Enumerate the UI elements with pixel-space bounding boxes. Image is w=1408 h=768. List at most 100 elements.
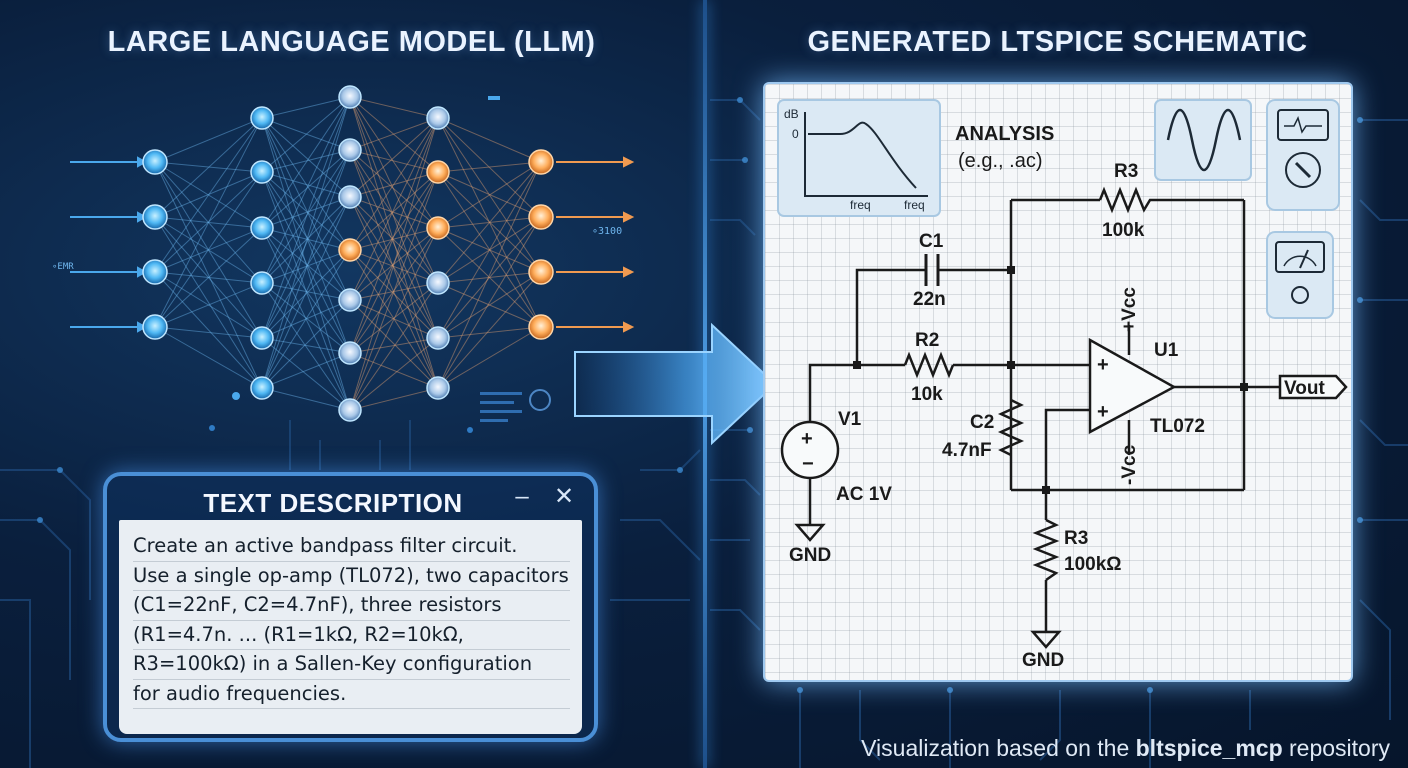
nn-edge [437,117,542,163]
waveform-icon [1154,99,1252,181]
nn-edge [349,337,439,411]
text-description-body[interactable]: Create an active bandpass filter circuit… [119,520,582,734]
nn-node [426,216,450,240]
caption-prefix: Visualization based on the [861,735,1136,761]
nn-edge [349,117,439,301]
nn-edge [437,216,542,284]
nn-edge [437,216,542,389]
nn-edge [349,117,439,198]
r3-bottom-name: R3 [1064,528,1088,549]
opamp-input-top: + [1097,354,1109,376]
nn-side-marks: ∘3100 ∘EMR [52,96,622,433]
nn-edge [154,271,263,389]
nn-edge [437,326,542,389]
analysis-title: ANALYSIS [955,123,1054,145]
nn-edge [437,216,542,229]
nn-edge [261,149,351,229]
nn-edge [437,216,542,339]
nn-edge [349,337,439,354]
plot-x-label-1: freq [850,198,871,212]
nn-edge [154,117,263,218]
nn-edge [349,249,439,339]
nn-edge [261,352,351,389]
nn-edge [261,337,351,411]
nn-node [426,160,450,184]
nn-edge [261,227,351,354]
nn-edge [261,117,351,354]
vcc-neg-label: -Vcc [1119,444,1140,485]
r3-bottom-value: 100kΩ [1064,554,1122,575]
r3-top-value: 100k [1102,220,1145,241]
nn-node [250,326,274,350]
nn-edge [261,196,351,389]
bode-curve [808,121,917,189]
nn-edge [349,171,439,301]
close-icon[interactable]: ✕ [553,483,575,510]
nn-edge [349,149,439,229]
nn-edge [261,282,351,301]
plot-x-label-2: freq [904,198,925,212]
nn-edge [349,96,439,389]
nn-edge [261,282,351,354]
description-line: R3=100kΩ) in a Sallen-Key configuration [133,650,570,680]
v1-minus: − [802,453,814,475]
nn-edge [349,96,439,339]
nn-edge [261,171,351,354]
nn-node [528,314,554,340]
nn-node [142,259,168,285]
minimize-icon[interactable]: – [515,483,529,510]
nn-edge [261,171,351,301]
nn-node [338,138,362,162]
nn-node [528,259,554,285]
nn-edge [349,149,439,339]
gnd-bottom-icon [1030,630,1062,649]
nn-edge [349,196,439,284]
nn-edge [154,171,263,273]
nn-edge [261,282,351,411]
multimeter-icon [1266,99,1340,211]
nn-edge [261,96,351,173]
caption: Visualization based on the bltspice_mcp … [700,735,1390,762]
nn-edge [154,227,263,328]
nn-edge [349,227,439,251]
c1-name: C1 [919,231,944,252]
c1-value: 22n [913,289,946,310]
text-window-title: TEXT DESCRIPTION [203,488,463,518]
nn-edge [261,117,351,251]
nn-edge [261,171,351,198]
nn-edge [437,227,542,328]
c2-component [997,398,1025,457]
nn-node [426,271,450,295]
voltmeter-icon [1266,231,1334,319]
nn-edge [349,171,439,251]
nn-edge [349,299,439,339]
c2-name: C2 [970,412,994,433]
v1-plus: + [801,428,813,450]
nn-node [338,341,362,365]
nn-node [338,185,362,209]
nn-edge [349,117,439,251]
nn-edge [437,271,542,339]
nn-edge [154,161,263,339]
nn-edge [437,117,542,328]
description-line: for audio frequencies. [133,680,570,709]
nn-edge [261,117,351,198]
nn-edge [349,227,439,411]
v1-name: V1 [838,409,862,430]
c2-value: 4.7nF [942,440,992,461]
arrow-icon [574,322,777,446]
nn-node [142,149,168,175]
nn-edge [437,326,542,339]
nn-edge [349,149,439,173]
nn-edge [154,227,263,273]
nn-output-arrow [623,266,635,278]
nn-edge [154,216,263,284]
text-window-titlebar: TEXT DESCRIPTION – ✕ [107,476,594,520]
nn-input-label: ∘EMR [52,262,74,272]
plot-y-zero: 0 [792,127,799,141]
nn-edge [261,299,351,389]
nn-edge [349,96,439,284]
nn-node [426,376,450,400]
opamp-input-bottom: + [1097,401,1109,423]
